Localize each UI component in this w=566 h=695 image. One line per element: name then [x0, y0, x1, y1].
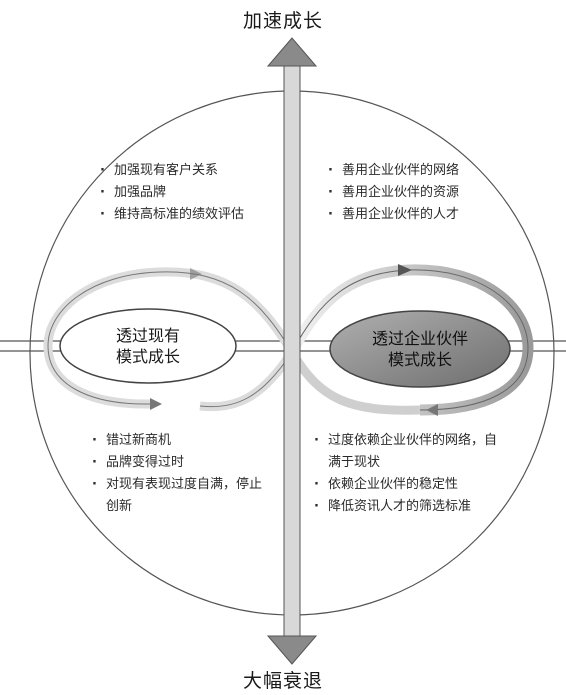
- list-item: 过度依赖企业伙伴的网络，自满于现状: [314, 430, 504, 474]
- list-item: 品牌变得过时: [92, 452, 272, 474]
- flow-loops: [43, 264, 534, 416]
- list-item: 维持高标准的绩效评估: [100, 204, 275, 226]
- list-item: 加强品牌: [100, 182, 275, 204]
- list-item: 对现有表现过度自满，停止创新: [92, 474, 272, 518]
- list-item: 加强现有客户关系: [100, 160, 275, 182]
- left-mode-line2: 模式成长: [115, 347, 180, 366]
- right-mode-line1: 透过企业伙伴: [371, 329, 468, 348]
- axis-top-label: 加速成长: [242, 10, 323, 32]
- quadrant-top-left: 加强现有客户关系 加强品牌 维持高标准的绩效评估: [100, 160, 275, 226]
- left-mode-oval: [59, 308, 237, 384]
- list-item: 善用企业伙伴的网络: [328, 160, 508, 182]
- right-mode-text: 透过企业伙伴 模式成长: [344, 328, 496, 370]
- left-mode-text: 透过现有 模式成长: [76, 325, 220, 367]
- list-item: 降低资讯人才的筛选标准: [314, 496, 504, 518]
- left-mode-line1: 透过现有: [115, 326, 180, 345]
- list-item: 善用企业伙伴的资源: [328, 182, 508, 204]
- axis-bottom-label: 大幅衰退: [242, 670, 323, 692]
- quadrant-bottom-left: 错过新商机 品牌变得过时 对现有表现过度自满，停止创新: [92, 430, 272, 518]
- quadrant-bottom-right: 过度依赖企业伙伴的网络，自满于现状 依赖企业伙伴的稳定性 降低资讯人才的筛选标准: [314, 430, 504, 518]
- list-item: 依赖企业伙伴的稳定性: [314, 474, 504, 496]
- down-arrow-head: [266, 635, 318, 665]
- list-item: 错过新商机: [92, 430, 272, 452]
- right-mode-line2: 模式成长: [387, 350, 452, 369]
- list-item: 善用企业伙伴的人才: [328, 204, 508, 226]
- right-mode-oval: [329, 310, 511, 388]
- vertical-axis-arrow: [266, 37, 318, 665]
- quadrant-top-right: 善用企业伙伴的网络 善用企业伙伴的资源 善用企业伙伴的人才: [328, 160, 508, 226]
- up-arrow-head: [266, 37, 318, 67]
